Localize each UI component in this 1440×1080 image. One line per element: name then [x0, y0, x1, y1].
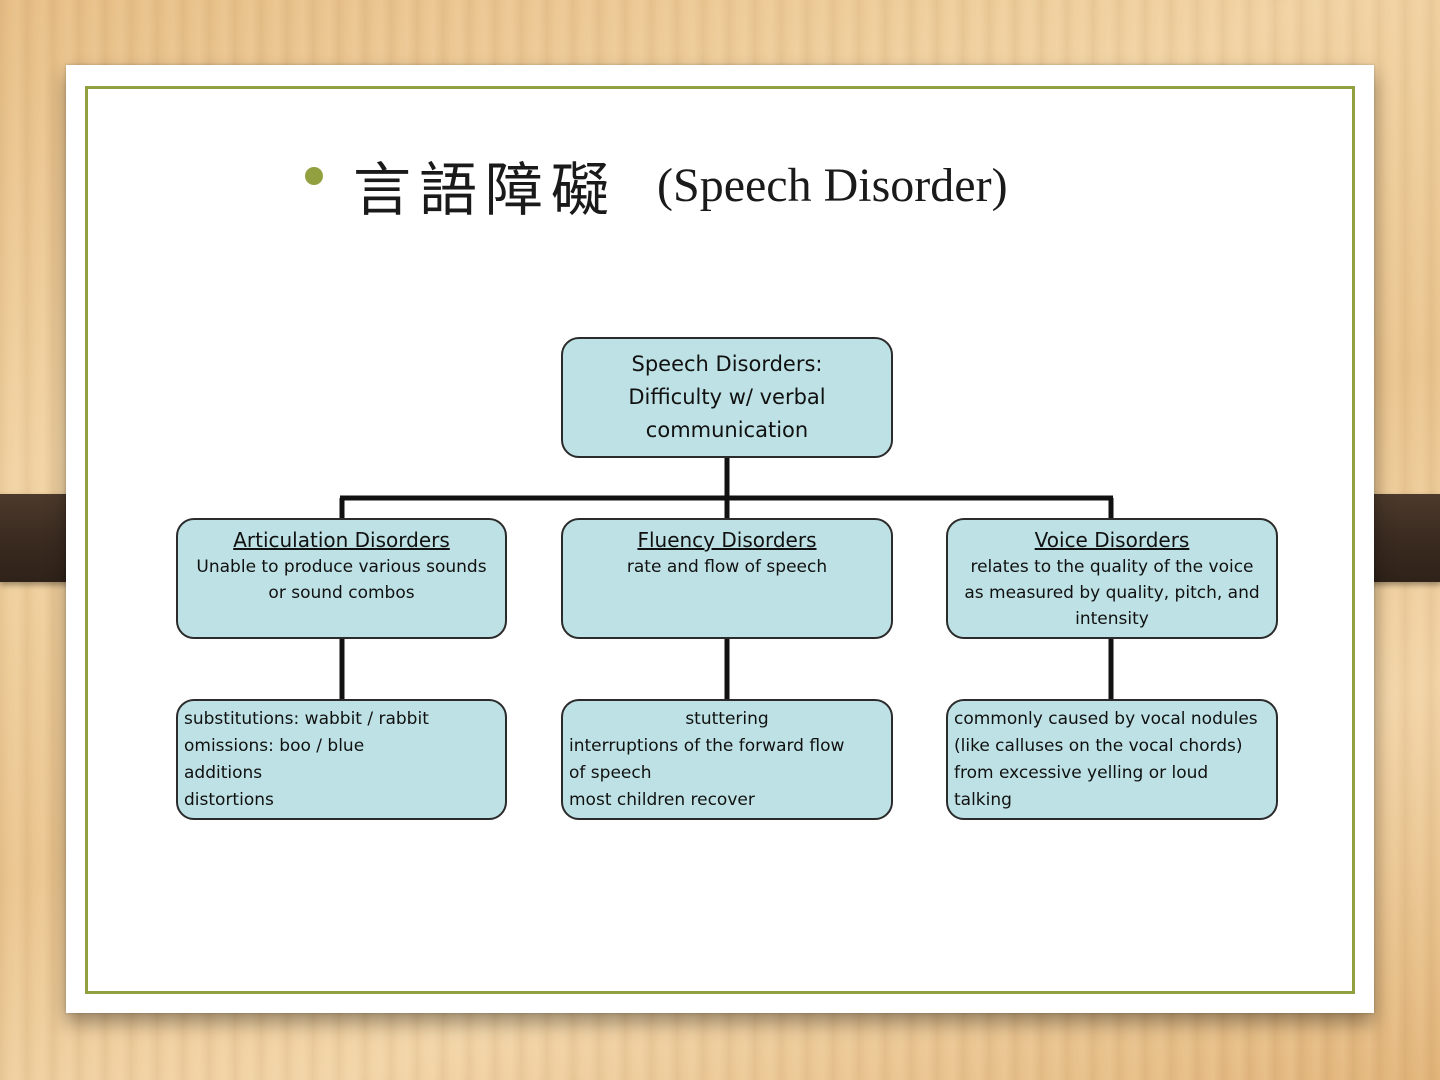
category-heading: Articulation Disorders: [233, 528, 450, 552]
category-description-line: relates to the quality of the voice: [970, 557, 1254, 577]
title-english: (Speech Disorder): [657, 158, 1008, 212]
detail-line: most children recover: [569, 790, 755, 810]
detail-line: substitutions: wabbit / rabbit: [184, 709, 429, 729]
title-chinese: 言語障礙: [353, 156, 618, 224]
category-node-articulation: Articulation Disorders Unable to produce…: [176, 518, 507, 639]
detail-line: omissions: boo / blue: [184, 736, 365, 756]
root-line: Speech Disorders:: [631, 352, 823, 376]
bullet-icon: [305, 167, 323, 185]
detail-node-fluency: stuttering interruptions of the forward …: [561, 699, 893, 820]
category-node-voice: Voice Disorders relates to the quality o…: [946, 518, 1278, 639]
category-description-line: rate and flow of speech: [626, 557, 828, 577]
detail-line: additions: [184, 763, 263, 783]
detail-node-voice: commonly caused by vocal nodules (like c…: [946, 699, 1278, 820]
detail-line: from excessive yelling or loud: [954, 763, 1209, 783]
detail-node-articulation: substitutions: wabbit / rabbit omissions…: [176, 699, 507, 820]
root-line: communication: [645, 418, 809, 442]
slide-frame: [85, 86, 1355, 994]
detail-line: of speech: [569, 763, 652, 783]
category-description-line: as measured by quality, pitch, and: [964, 583, 1260, 603]
slide-title: 言語障礙 (Speech Disorder): [305, 140, 1205, 230]
category-description-line: or sound combos: [268, 583, 415, 603]
category-description-line: Unable to produce various sounds: [196, 557, 487, 577]
detail-line: commonly caused by vocal nodules: [954, 709, 1258, 729]
category-description-line: intensity: [1075, 609, 1149, 629]
category-node-fluency: Fluency Disorders rate and flow of speec…: [561, 518, 893, 639]
detail-line: stuttering: [685, 709, 769, 729]
detail-line: (like calluses on the vocal chords): [954, 736, 1243, 756]
detail-line: talking: [954, 790, 1012, 810]
category-heading: Fluency Disorders: [637, 528, 817, 552]
detail-line: interruptions of the forward flow: [569, 736, 845, 756]
detail-line: distortions: [184, 790, 274, 810]
root-node: Speech Disorders: Difficulty w/ verbal c…: [561, 337, 893, 458]
root-line: Difficulty w/ verbal: [628, 385, 826, 409]
category-heading: Voice Disorders: [1034, 528, 1190, 552]
